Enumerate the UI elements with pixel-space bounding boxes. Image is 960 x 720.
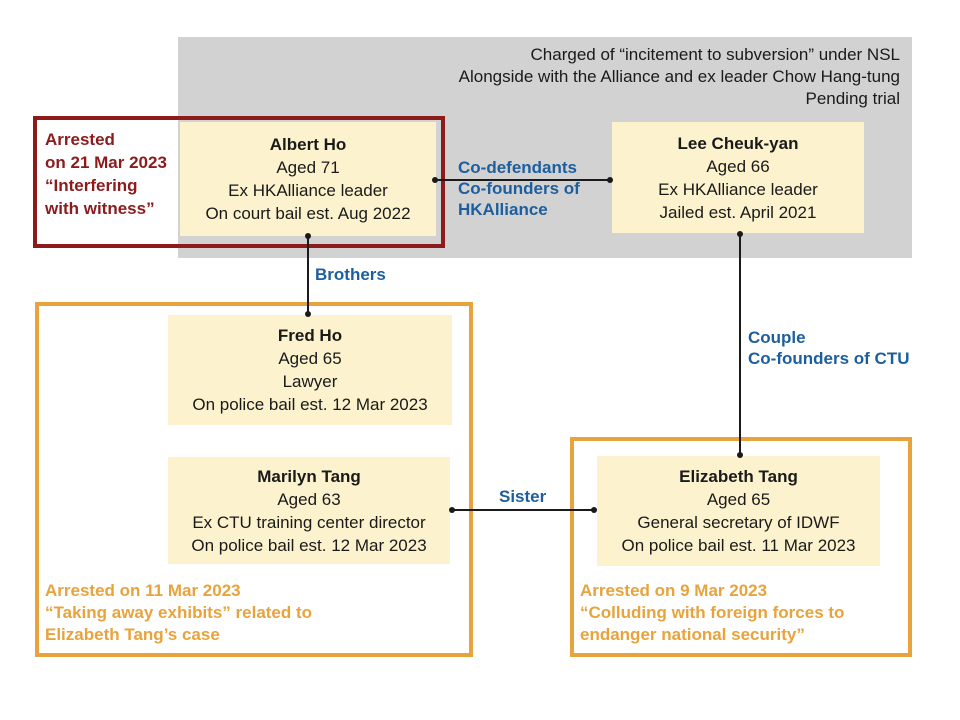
person-detail: Aged 65: [706, 490, 771, 509]
person-detail: Jailed est. April 2021: [659, 202, 817, 222]
person-detail: Aged 66: [706, 156, 770, 176]
person-card-albert-ho: Albert Ho Aged 71 Ex HKAlliance leader O…: [180, 122, 436, 236]
person-detail: Aged 65: [278, 349, 342, 368]
connector-line: [307, 236, 309, 314]
person-detail: Ex CTU training center director: [192, 512, 426, 532]
relation-label-line: Brothers: [315, 265, 386, 284]
charge-note-line: Alongside with the Alliance and ex leade…: [458, 67, 900, 86]
connector-endpoint-dot: [305, 311, 311, 317]
person-detail: On court bail est. Aug 2022: [205, 204, 411, 223]
connector-endpoint-dot: [737, 231, 743, 237]
person-detail: On police bail est. 12 Mar 2023: [191, 535, 427, 555]
person-detail: Aged 63: [277, 489, 341, 509]
elizabeth-arrest-frame: [570, 437, 912, 657]
person-detail: General secretary of IDWF: [637, 513, 840, 532]
charge-note-line: Pending trial: [805, 89, 900, 108]
elizabeth-arrest-note: Arrested on 9 Mar 2023 “Colluding with f…: [580, 580, 905, 646]
person-card-marilyn-tang: Marilyn Tang Aged 63 Ex CTU training cen…: [168, 457, 450, 564]
relation-label-codefendants: Co-defendants Co-founders of HKAlliance: [458, 157, 580, 220]
person-name: Lee Cheuk-yan: [677, 133, 799, 153]
connector-endpoint-dot: [591, 507, 597, 513]
connector-line: [739, 234, 741, 456]
person-detail: Aged 71: [276, 158, 340, 177]
person-detail: On police bail est. 12 Mar 2023: [192, 395, 428, 414]
charge-note-line: Charged of “incitement to subversion” un…: [530, 45, 900, 64]
arrest-note-line: with witness”: [45, 199, 155, 218]
arrest-note-line: on 21 Mar 2023: [45, 153, 167, 172]
relation-label-line: Co-founders of: [458, 179, 580, 198]
arrest-note-line: Elizabeth Tang’s case: [45, 625, 220, 644]
person-detail: On police bail est. 11 Mar 2023: [621, 536, 856, 555]
person-name: Fred Ho: [277, 326, 343, 345]
person-detail: Ex HKAlliance leader: [658, 179, 818, 199]
person-card-elizabeth-tang: Elizabeth Tang Aged 65 General secretary…: [597, 456, 880, 566]
connector-endpoint-dot: [737, 452, 743, 458]
albert-arrest-frame: [33, 116, 445, 248]
relation-label-line: Couple: [748, 328, 806, 347]
relation-label-brothers: Brothers: [315, 264, 386, 285]
relation-label-line: Co-defendants: [458, 158, 577, 177]
arrest-note-line: “Colluding with foreign forces to: [580, 603, 845, 622]
relation-label-line: HKAlliance: [458, 200, 548, 219]
person-card-fred-ho: Fred Ho Aged 65 Lawyer On police bail es…: [168, 315, 452, 425]
person-name: Elizabeth Tang: [679, 467, 798, 486]
relation-label-line: Co-founders of CTU: [748, 349, 910, 368]
arrest-note-line: Arrested on 11 Mar 2023: [45, 581, 241, 600]
connector-endpoint-dot: [449, 507, 455, 513]
connector-endpoint-dot: [607, 177, 613, 183]
albert-arrest-note: Arrested on 21 Mar 2023 “Interfering wit…: [45, 128, 177, 220]
connector-endpoint-dot: [305, 233, 311, 239]
relation-label-couple: Couple Co-founders of CTU: [748, 327, 909, 369]
arrest-note-line: Arrested: [45, 130, 115, 149]
person-detail: Lawyer: [282, 372, 338, 391]
arrest-note-line: “Interfering: [45, 176, 138, 195]
connector-line: [452, 509, 594, 511]
person-detail: Ex HKAlliance leader: [228, 181, 388, 200]
person-name: Marilyn Tang: [257, 466, 361, 486]
connector-line: [435, 179, 611, 181]
person-name: Albert Ho: [269, 135, 347, 154]
fred-marilyn-arrest-frame: [35, 302, 473, 657]
connector-endpoint-dot: [432, 177, 438, 183]
arrest-note-line: endanger national security”: [580, 625, 805, 644]
person-card-lee-cheuk-yan: Lee Cheuk-yan Aged 66 Ex HKAlliance lead…: [612, 122, 864, 233]
arrest-note-line: Arrested on 9 Mar 2023: [580, 581, 768, 600]
arrest-note-line: “Taking away exhibits” related to: [45, 603, 313, 622]
relation-label-line: Sister: [499, 487, 547, 506]
nsl-charge-note: Charged of “incitement to subversion” un…: [200, 44, 900, 110]
relation-label-sister: Sister: [499, 486, 546, 507]
fred-marilyn-arrest-note: Arrested on 11 Mar 2023 “Taking away exh…: [45, 580, 455, 646]
